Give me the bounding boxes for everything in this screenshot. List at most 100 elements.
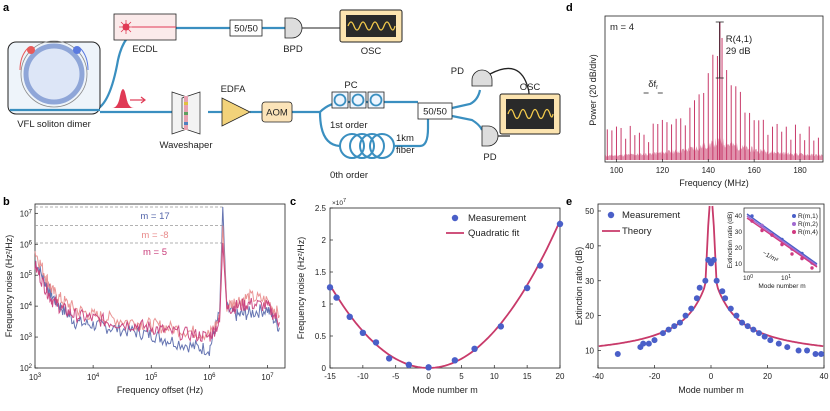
ecdl-label: ECDL	[132, 44, 157, 55]
polarization-controller	[331, 91, 385, 109]
x-tick-label-e: 0	[709, 372, 714, 381]
legend-label-c-1: Quadratic fit	[468, 228, 520, 239]
inset-trend-2	[746, 217, 818, 268]
data-point-e	[727, 305, 734, 312]
plot-frame-b	[34, 203, 286, 369]
inset-point-1	[760, 223, 764, 228]
data-point-e	[671, 323, 678, 330]
data-point-e	[665, 326, 672, 333]
y-tick-label-c: 0	[322, 364, 327, 373]
y-tick-label-b: 103	[20, 333, 33, 342]
panel-label-e: e	[566, 196, 572, 208]
data-point-c	[359, 329, 367, 336]
data-point-e	[767, 337, 774, 344]
data-point-e	[812, 351, 819, 358]
inset-y-tick-label: 40	[735, 213, 743, 220]
data-point-e	[761, 333, 768, 340]
data-point-e	[733, 312, 740, 319]
y-tick-label-b: 105	[20, 271, 33, 280]
annotation-db-d: 29 dB	[726, 46, 751, 57]
coupler-top	[229, 19, 263, 37]
data-point-c	[537, 262, 544, 269]
panel-label-b: b	[3, 196, 10, 208]
y-axis-label-d: Power (20 dB/div)	[588, 54, 598, 126]
data-point-e	[651, 337, 658, 344]
inset-point-2	[790, 252, 794, 256]
x-tick-label-b: 105	[145, 373, 158, 382]
theory-line-e-left	[598, 205, 711, 347]
data-point-e	[713, 277, 720, 284]
ecdl-laser	[113, 13, 177, 41]
zeroth-order-label: 0th order	[330, 170, 368, 181]
data-point-e	[750, 326, 757, 333]
osc-top-label: OSC	[361, 46, 382, 57]
inset-legend-marker-0	[792, 214, 796, 218]
inset-x-tick-label: 101	[781, 274, 791, 282]
x-tick-label-d: 120	[656, 166, 670, 175]
legend-marker-c-0	[451, 214, 459, 222]
coupler-bottom-label: 50/50	[423, 107, 447, 118]
bpd-detector	[284, 17, 340, 39]
data-point-c	[471, 345, 478, 352]
pd-bottom-detector	[481, 125, 510, 147]
data-point-c	[523, 284, 531, 292]
schematic-diagram: PC VFL soliton dimer ECDL 50/50	[7, 9, 561, 181]
y-tick-label-c: 0.5	[315, 332, 327, 341]
edfa-label: EDFA	[221, 84, 246, 95]
multiplier-c: ×107	[332, 198, 346, 207]
pulse-icon	[112, 89, 134, 108]
data-point-e	[710, 256, 717, 263]
y-tick-label-e: 20	[585, 312, 594, 321]
data-point-e	[795, 347, 802, 354]
panel-label-d: d	[566, 2, 573, 14]
y-tick-label-e: 30	[585, 277, 594, 286]
inset-point-2	[770, 233, 774, 237]
legend-marker-e-0	[607, 211, 615, 219]
coupler-top-label: 50/50	[234, 24, 258, 35]
data-point-e	[722, 295, 729, 302]
legend-label-b-0: m = 17	[140, 211, 169, 222]
y-tick-label-c: 1.5	[315, 268, 327, 277]
y-axis-label-b: Frequency noise (Hz²/Hz)	[4, 235, 14, 338]
fiber-spool	[339, 133, 395, 159]
data-point-c	[451, 357, 459, 364]
panel-label-a: a	[3, 2, 10, 14]
inset-y-axis-label: Extinction ratio (dB)	[727, 212, 734, 269]
x-tick-label-e: 40	[820, 372, 829, 381]
data-point-c	[346, 313, 353, 320]
legend-label-e-1: Theory	[622, 226, 652, 237]
aom-label: AOM	[266, 108, 288, 119]
x-tick-label-c: -15	[324, 372, 336, 381]
data-point-e	[682, 312, 689, 319]
data-point-c	[405, 361, 413, 368]
x-tick-label-d: 140	[702, 166, 716, 175]
fit-line-c	[329, 220, 561, 369]
coupler-bottom	[417, 102, 453, 120]
resonator-box	[7, 40, 101, 115]
data-point-c	[425, 364, 432, 371]
data-point-e	[693, 295, 700, 302]
y-tick-label-b: 104	[20, 302, 33, 311]
waveshaper	[171, 91, 201, 135]
y-tick-label-e: 10	[585, 347, 594, 356]
x-axis-label-d: Frequency (MHz)	[679, 178, 749, 188]
x-axis-label-c: Mode number m	[412, 385, 478, 395]
y-tick-label-b: 106	[20, 240, 33, 249]
first-order-label: 1st order	[330, 120, 368, 131]
y-tick-label-b: 102	[20, 364, 33, 373]
inset-y-tick-label: 10	[735, 261, 743, 268]
edfa-amplifier	[221, 97, 251, 127]
theory-line-e-right	[711, 205, 824, 347]
inset-x-axis-label: Mode number m	[758, 283, 805, 290]
fiber-label: fiber	[396, 145, 414, 156]
inset-legend-label-0: R(m,1)	[798, 213, 818, 220]
series-line-2	[34, 242, 280, 343]
data-point-e	[676, 319, 683, 326]
x-tick-label-c: 20	[556, 372, 565, 381]
data-point-e	[696, 284, 703, 291]
oscilloscope-top	[339, 9, 403, 43]
data-point-e	[744, 323, 751, 330]
noise-floor-d	[605, 136, 823, 160]
